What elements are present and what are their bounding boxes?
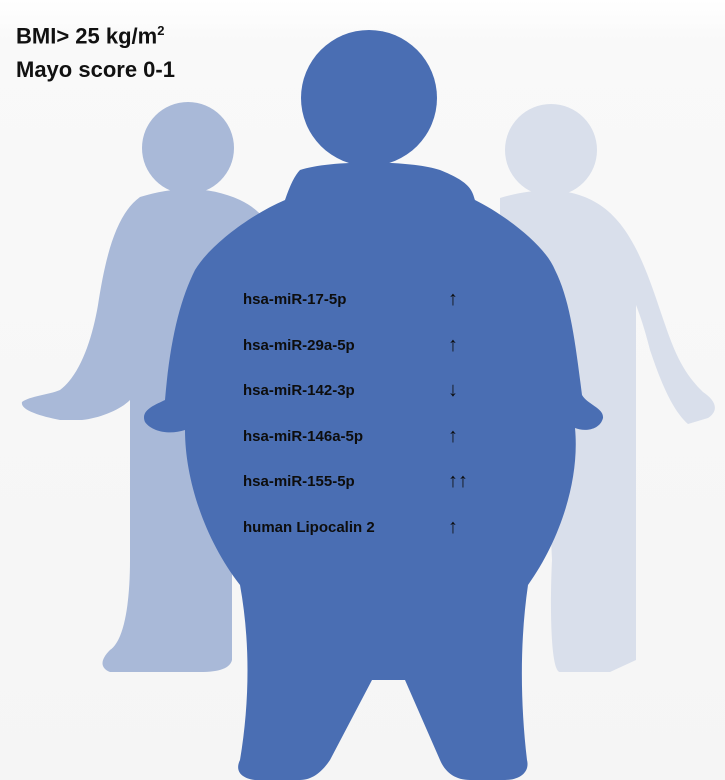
biomarker-row: hsa-miR-155-5p ↑↑ — [243, 469, 493, 515]
biomarker-row: hsa-miR-142-3p ↓ — [243, 378, 493, 424]
trend-arrow-icon: ↑↑ — [448, 470, 468, 492]
biomarker-list: hsa-miR-17-5p ↑ hsa-miR-29a-5p ↑ hsa-miR… — [243, 287, 493, 560]
front-figure — [144, 30, 604, 780]
biomarker-name: hsa-miR-29a-5p — [243, 336, 355, 354]
bmi-criterion: BMI> 25 kg/m2 — [16, 14, 175, 53]
biomarker-name: hsa-miR-146a-5p — [243, 427, 364, 445]
biomarker-name: human Lipocalin 2 — [243, 518, 375, 536]
biomarker-row: hsa-miR-29a-5p ↑ — [243, 333, 493, 379]
biomarker-name: hsa-miR-17-5p — [243, 291, 347, 308]
trend-arrow-icon: ↑ — [448, 288, 458, 310]
trend-arrow-icon: ↑ — [448, 424, 458, 447]
bmi-text: BMI> 25 kg/m — [16, 23, 158, 49]
biomarker-row: hsa-miR-17-5p ↑ — [243, 287, 493, 333]
bmi-exponent: 2 — [157, 23, 165, 38]
biomarker-name: hsa-miR-155-5p — [243, 473, 355, 490]
biomarker-row: hsa-miR-146a-5p ↑ — [243, 424, 493, 470]
biomarker-name: hsa-miR-142-3p — [243, 382, 355, 399]
mayo-score-criterion: Mayo score 0-1 — [16, 57, 175, 83]
trend-arrow-icon: ↓ — [448, 379, 458, 401]
trend-arrow-icon: ↑ — [448, 515, 458, 538]
header-block: BMI> 25 kg/m2 Mayo score 0-1 — [16, 14, 175, 87]
biomarker-row: human Lipocalin 2 ↑ — [243, 515, 493, 561]
trend-arrow-icon: ↑ — [448, 333, 458, 356]
